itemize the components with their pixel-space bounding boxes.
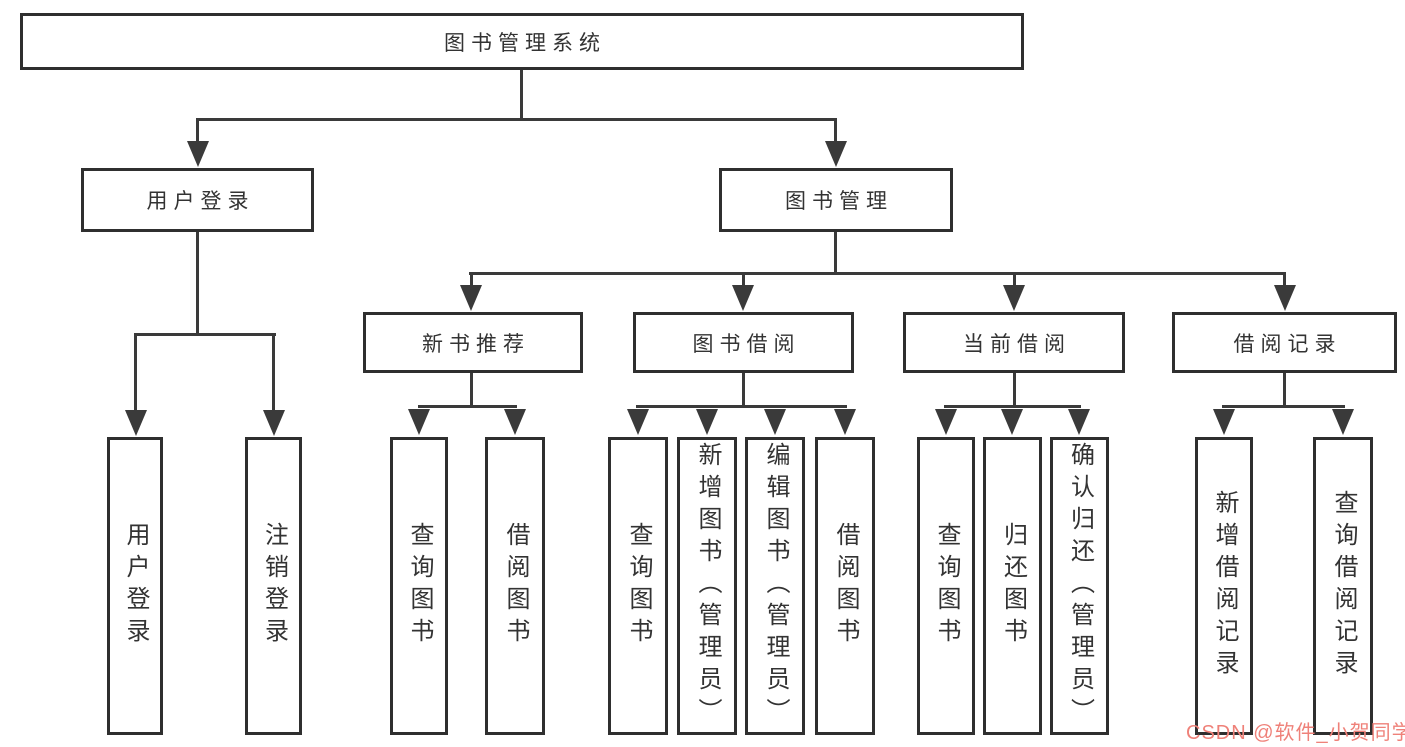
node-label: 新增借阅记录	[1211, 490, 1238, 682]
node-leaf-borrow-books-recommend: 借阅图书	[485, 437, 545, 735]
arrow-down-icon	[834, 409, 856, 435]
node-user-login-group: 用户登录	[81, 168, 314, 232]
connector-line	[520, 70, 523, 121]
connector-line	[1283, 373, 1286, 407]
node-label: 图书管理系统	[444, 31, 606, 55]
connector-line	[636, 405, 847, 408]
node-leaf-logout: 注销登录	[245, 437, 302, 735]
node-label: 归还图书	[999, 522, 1027, 650]
connector-line	[470, 272, 473, 288]
arrow-down-icon	[1001, 409, 1023, 435]
node-leaf-query-borrow-record: 查询借阅记录	[1313, 437, 1373, 735]
connector-line	[134, 333, 276, 336]
arrow-down-icon	[187, 141, 209, 167]
arrow-down-icon	[1274, 285, 1296, 311]
node-leaf-query-books-current: 查询图书	[917, 437, 975, 735]
arrow-down-icon	[1068, 409, 1090, 435]
connector-line	[834, 232, 837, 275]
node-new-book-recommend: 新书推荐	[363, 312, 583, 373]
node-label: 查询借阅记录	[1330, 490, 1357, 682]
node-borrowing-records: 借阅记录	[1172, 312, 1397, 373]
node-leaf-edit-books-admin: 编辑图书（管理员）	[745, 437, 805, 735]
node-book-borrowing: 图书借阅	[633, 312, 854, 373]
node-label: 新书推荐	[422, 332, 530, 356]
arrow-down-icon	[460, 285, 482, 311]
node-label: 借阅图书	[502, 522, 529, 650]
arrow-down-icon	[696, 409, 718, 435]
node-label: 确认归还（管理员）	[1066, 442, 1094, 730]
connector-line	[196, 118, 199, 144]
node-leaf-borrow-books: 借阅图书	[815, 437, 875, 735]
connector-line	[1222, 405, 1345, 408]
node-label: 用户登录	[122, 522, 149, 650]
node-leaf-user-login: 用户登录	[107, 437, 163, 735]
arrow-down-icon	[825, 141, 847, 167]
node-leaf-return-books: 归还图书	[983, 437, 1042, 735]
node-label: 注销登录	[260, 522, 288, 650]
arrow-down-icon	[504, 409, 526, 435]
connector-line	[1013, 272, 1016, 288]
arrow-down-icon	[627, 409, 649, 435]
arrow-down-icon	[1003, 285, 1025, 311]
node-library-management-system: 图书管理系统	[20, 13, 1024, 70]
connector-line	[470, 373, 473, 407]
node-label: 新增图书（管理员）	[694, 442, 721, 730]
arrow-down-icon	[263, 410, 285, 436]
connector-line	[742, 272, 745, 288]
node-label: 查询图书	[933, 522, 960, 650]
node-label: 当前借阅	[963, 332, 1071, 356]
arrow-down-icon	[1332, 409, 1354, 435]
arrow-down-icon	[125, 410, 147, 436]
arrow-down-icon	[764, 409, 786, 435]
arrow-down-icon	[935, 409, 957, 435]
arrow-down-icon	[732, 285, 754, 311]
node-leaf-add-borrow-record: 新增借阅记录	[1195, 437, 1253, 735]
node-leaf-query-books-recommend: 查询图书	[390, 437, 448, 735]
node-label: 查询图书	[625, 522, 652, 650]
node-book-management-group: 图书管理	[719, 168, 953, 232]
connector-line	[944, 405, 1081, 408]
connector-line	[196, 118, 837, 121]
node-label: 图书管理	[785, 190, 893, 213]
node-leaf-add-books-admin: 新增图书（管理员）	[677, 437, 737, 735]
arrow-down-icon	[408, 409, 430, 435]
connector-line	[1013, 373, 1016, 407]
node-current-borrowing: 当前借阅	[903, 312, 1125, 373]
connector-line	[1283, 272, 1286, 288]
connector-line	[742, 373, 745, 407]
node-leaf-confirm-return-admin: 确认归还（管理员）	[1050, 437, 1109, 735]
node-label: 图书借阅	[692, 332, 801, 356]
connector-line	[196, 232, 199, 336]
node-label: 编辑图书（管理员）	[762, 442, 789, 730]
node-leaf-query-books-borrowing: 查询图书	[608, 437, 668, 735]
connector-line	[134, 333, 137, 411]
node-label: 查询图书	[406, 522, 433, 650]
node-label: 借阅记录	[1233, 332, 1342, 356]
node-label: 借阅图书	[832, 522, 859, 650]
connector-line	[469, 272, 1286, 275]
connector-line	[272, 333, 275, 411]
connector-line	[834, 118, 837, 144]
csdn-watermark: CSDN @软件_小贺同学	[1186, 722, 1405, 744]
connector-line	[418, 405, 517, 408]
arrow-down-icon	[1213, 409, 1235, 435]
node-label: 用户登录	[146, 190, 255, 213]
